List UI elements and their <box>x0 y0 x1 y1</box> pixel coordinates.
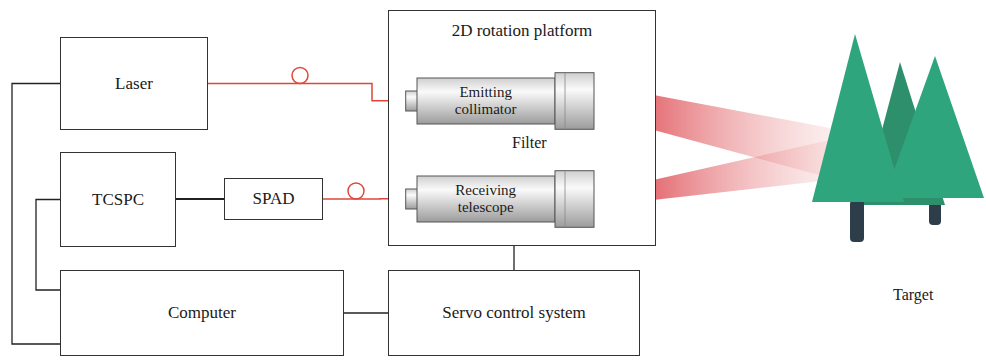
node-label: Receiving telescope <box>434 182 538 215</box>
node-label: Laser <box>115 74 153 94</box>
target-label: Target <box>893 286 933 304</box>
connector <box>176 198 224 200</box>
cylinder-body: Emitting collimator <box>417 78 555 124</box>
platform-box: 2D rotation platformEmitting collimatorR… <box>388 10 656 246</box>
connector <box>36 200 60 291</box>
node-label: Computer <box>168 303 236 323</box>
connector <box>12 84 60 345</box>
connector <box>344 312 388 313</box>
fiber-loop <box>348 183 364 199</box>
device-box: Servo control system <box>388 270 640 356</box>
node-label: SPAD <box>253 189 295 209</box>
connector <box>513 246 514 270</box>
device-box: SPAD <box>224 178 323 220</box>
node-label: Servo control system <box>442 303 586 323</box>
device-box: Computer <box>60 270 344 356</box>
part-label: Filter <box>512 134 547 152</box>
telescope-cylinder: Receiving telescope <box>405 170 595 228</box>
collimator-cylinder: Emitting collimator <box>405 72 595 130</box>
node-label: 2D rotation platform <box>389 21 655 41</box>
device-box: Laser <box>60 37 208 130</box>
tree-group <box>812 34 984 242</box>
device-box: TCSPC <box>60 152 176 247</box>
connector <box>208 84 405 101</box>
cylinder-body: Receiving telescope <box>417 176 555 222</box>
fiber-loop <box>292 68 308 84</box>
node-label: Emitting collimator <box>434 84 538 117</box>
node-label: TCSPC <box>92 190 144 210</box>
